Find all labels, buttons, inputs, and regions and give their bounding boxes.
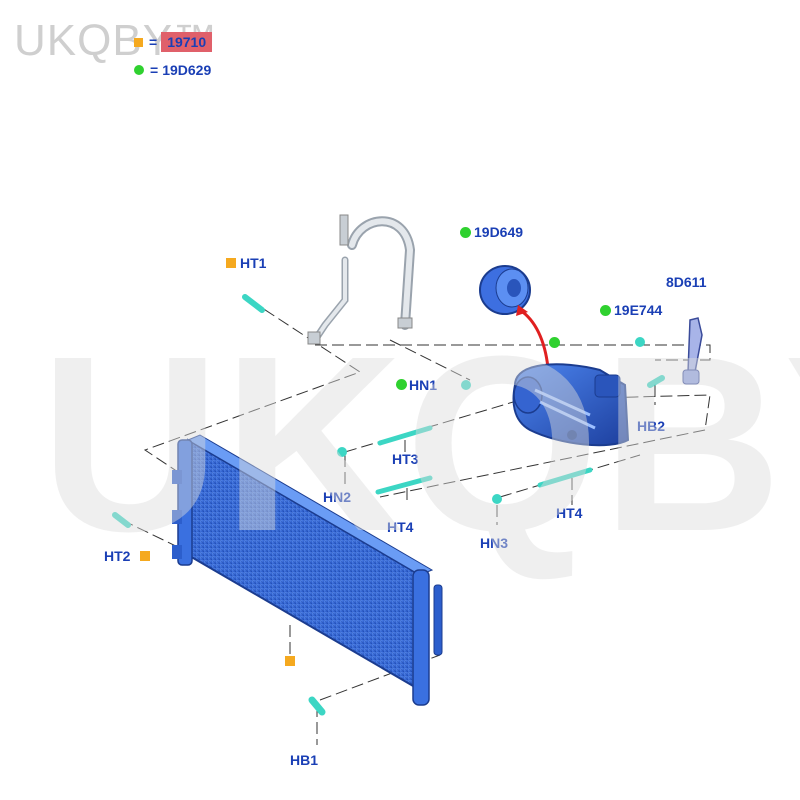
circle-marker-icon bbox=[134, 65, 144, 75]
watermark-logo-large: UKQBY™ bbox=[40, 304, 800, 583]
arrow-head bbox=[516, 305, 528, 316]
square-marker-icon-condenser bbox=[285, 656, 295, 666]
label-ht4-right: HT4 bbox=[556, 505, 583, 521]
circle-marker-icon-compressor bbox=[549, 337, 560, 348]
legend-row-square: = 19710 bbox=[134, 32, 213, 52]
label-hb2: HB2 bbox=[637, 418, 666, 434]
label-hn1: HN1 bbox=[409, 377, 438, 393]
legend-equals: = bbox=[149, 34, 158, 50]
legend-row-circle: = 19D629 bbox=[134, 62, 211, 78]
legend-code-19d629: 19D629 bbox=[162, 62, 212, 78]
label-hn3: HN3 bbox=[480, 535, 509, 551]
ac-compressor bbox=[512, 363, 630, 447]
label-8d611: 8D611 bbox=[666, 274, 707, 290]
label-ht3: HT3 bbox=[392, 451, 419, 467]
circle-marker-icon-19d649 bbox=[460, 227, 471, 238]
legend-code-19710: 19710 bbox=[161, 32, 213, 52]
label-ht1: HT1 bbox=[240, 255, 267, 271]
label-19e744: 19E744 bbox=[614, 302, 663, 318]
square-marker-icon-ht2 bbox=[140, 551, 150, 561]
label-19d649: 19D649 bbox=[474, 224, 524, 240]
condenser bbox=[172, 434, 443, 706]
ac-hose-lines bbox=[307, 214, 416, 345]
legend-equals: = bbox=[150, 62, 159, 78]
label-ht4-left: HT4 bbox=[387, 519, 414, 535]
clutch-pulley bbox=[479, 265, 531, 315]
circle-marker-icon-19e744 bbox=[600, 305, 611, 316]
label-ht2: HT2 bbox=[104, 548, 131, 564]
square-marker-icon bbox=[134, 37, 143, 47]
circle-marker-icon-hn1 bbox=[396, 379, 407, 390]
fasteners bbox=[112, 294, 665, 716]
label-hb1: HB1 bbox=[290, 752, 319, 768]
square-marker-icon-ht1 bbox=[226, 258, 236, 268]
bracket-8d611 bbox=[682, 317, 703, 385]
label-hn2: HN2 bbox=[323, 489, 352, 505]
